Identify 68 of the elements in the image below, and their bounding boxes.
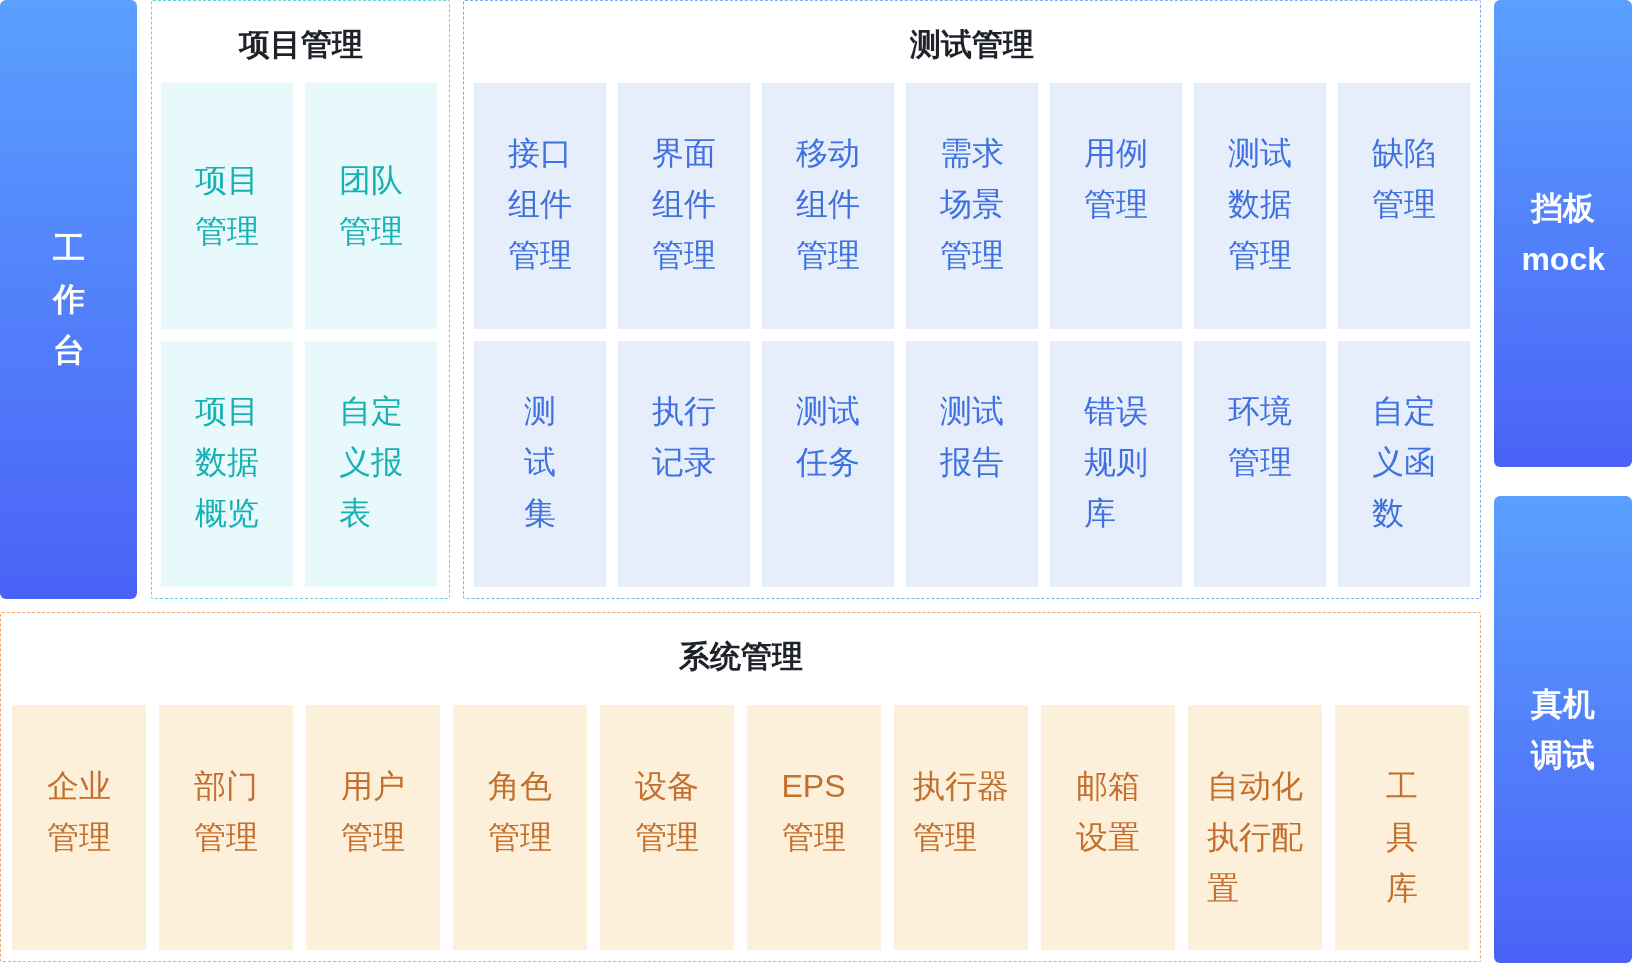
module-label: 测试任务 [795,391,860,482]
module-card [1049,340,1182,587]
group-title: 测试管理 [910,27,1034,63]
module-label: 工具库 [1385,766,1418,908]
module-card [1049,82,1182,329]
module-label: 错误规则库 [1083,391,1148,533]
module-label: 测试报告 [939,391,1004,482]
module-card [1337,340,1470,587]
side-panel [1494,496,1632,963]
module-card [893,704,1028,950]
module-card [599,704,734,950]
module-label: 真机调试 [1531,684,1595,775]
module-card [11,704,146,950]
group-title: 系统管理 [678,639,803,675]
module-card [617,340,750,587]
module-card [746,704,881,950]
module-label: 用例管理 [1083,133,1148,224]
module-label: 执行器管理 [912,766,1009,857]
module-label: 移动组件管理 [795,133,860,275]
side-panel [0,0,137,599]
module-label: 自定义函数 [1371,391,1436,533]
module-card [1187,704,1322,950]
module-card [905,82,1038,329]
module-label: 环境管理 [1227,391,1292,482]
group-title: 项目管理 [238,27,363,63]
module-label: 挡板mock [1521,188,1605,279]
module-card [304,340,437,587]
module-card [305,704,440,950]
module-card [905,340,1038,587]
group-frame [463,0,1481,599]
module-card [617,82,750,329]
module-card [761,82,894,329]
module-label: 需求场景管理 [939,133,1004,275]
module-label: 界面组件管理 [651,133,716,275]
module-label: 企业管理 [46,766,111,857]
module-card [473,82,606,329]
module-label: 自定义报表 [338,391,403,533]
module-card [160,340,293,587]
module-label: 部门管理 [193,766,258,857]
module-card [160,82,293,329]
module-card [473,340,606,587]
module-label: EPS管理 [781,766,846,857]
module-label: 测试集 [523,391,556,533]
module-label: 工作台 [52,229,85,370]
module-card [1334,704,1469,950]
module-label: 执行记录 [651,391,716,482]
module-label: 缺陷管理 [1371,133,1436,224]
module-card [1193,340,1326,587]
module-label: 测试数据管理 [1227,133,1292,275]
module-label: 团队管理 [338,160,403,251]
module-label: 自动化执行配置 [1206,766,1303,908]
group-frame [0,612,1481,962]
module-label: 项目管理 [194,160,259,251]
module-card [1193,82,1326,329]
module-card [761,340,894,587]
group-frame [151,0,450,599]
module-label: 用户管理 [340,766,405,857]
side-panel [1494,0,1632,467]
module-label: 邮箱设置 [1075,766,1140,857]
module-card [304,82,437,329]
module-label: 角色管理 [487,766,552,857]
module-card [1337,82,1470,329]
module-label: 接口组件管理 [507,133,572,275]
module-card [1040,704,1175,950]
module-label: 项目数据概览 [194,391,259,533]
module-label: 设备管理 [634,766,699,857]
module-card [452,704,587,950]
module-card [158,704,293,950]
